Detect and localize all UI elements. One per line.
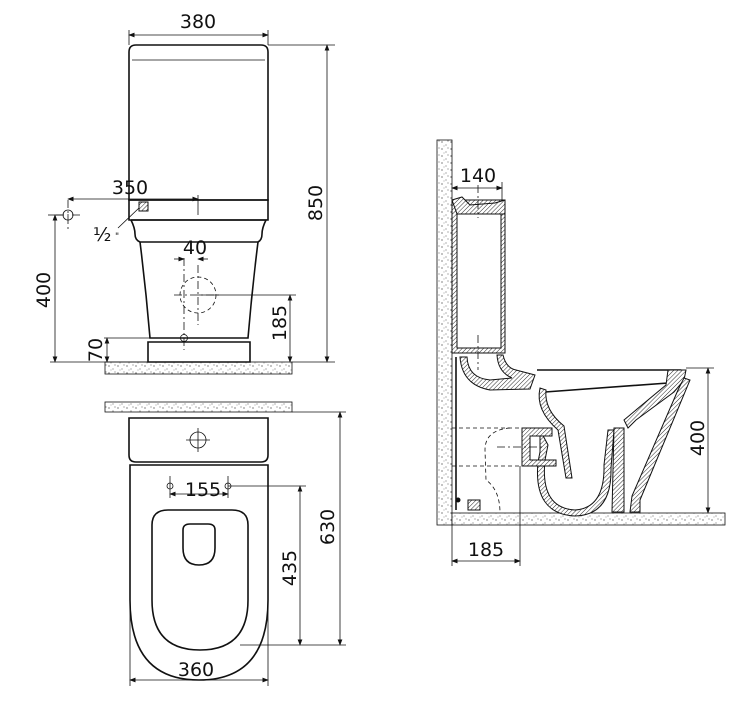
dim-valve-thread-unit: " — [115, 232, 119, 242]
dim-bowl-width: 360 — [178, 659, 214, 681]
dim-drain-height: 185 — [269, 305, 291, 341]
dim-seat-length: 435 — [279, 550, 301, 586]
wall — [436, 139, 453, 526]
dim-drain-offset: 40 — [183, 237, 207, 259]
dim-tank-width: 380 — [180, 11, 216, 33]
top-view: 155 435 630 360 — [104, 401, 346, 686]
tank-top — [128, 417, 269, 463]
seat-opening — [151, 509, 249, 651]
dim-base-height: 70 — [85, 338, 107, 362]
floor — [104, 361, 293, 375]
water-inlet — [138, 201, 149, 212]
dim-valve-offset: 350 — [112, 177, 148, 199]
dim-valve-height: 400 — [33, 272, 55, 308]
dim-total-height: 850 — [305, 185, 327, 221]
wall — [104, 401, 293, 413]
floor — [451, 512, 726, 526]
front-view: 380 850 350 ½ " 400 40 185 70 — [33, 11, 335, 375]
dim-drain-from-wall: 185 — [468, 539, 504, 561]
dim-rim-height: 400 — [687, 420, 709, 456]
tank-section — [451, 199, 506, 354]
side-section-view: 140 400 185 — [436, 139, 726, 566]
dim-valve-thread: ½ — [93, 224, 111, 246]
dim-total-depth: 630 — [317, 509, 339, 545]
dim-tank-depth: 140 — [460, 165, 496, 187]
dim-bolt-spacing: 155 — [185, 479, 221, 501]
tank — [128, 44, 269, 201]
